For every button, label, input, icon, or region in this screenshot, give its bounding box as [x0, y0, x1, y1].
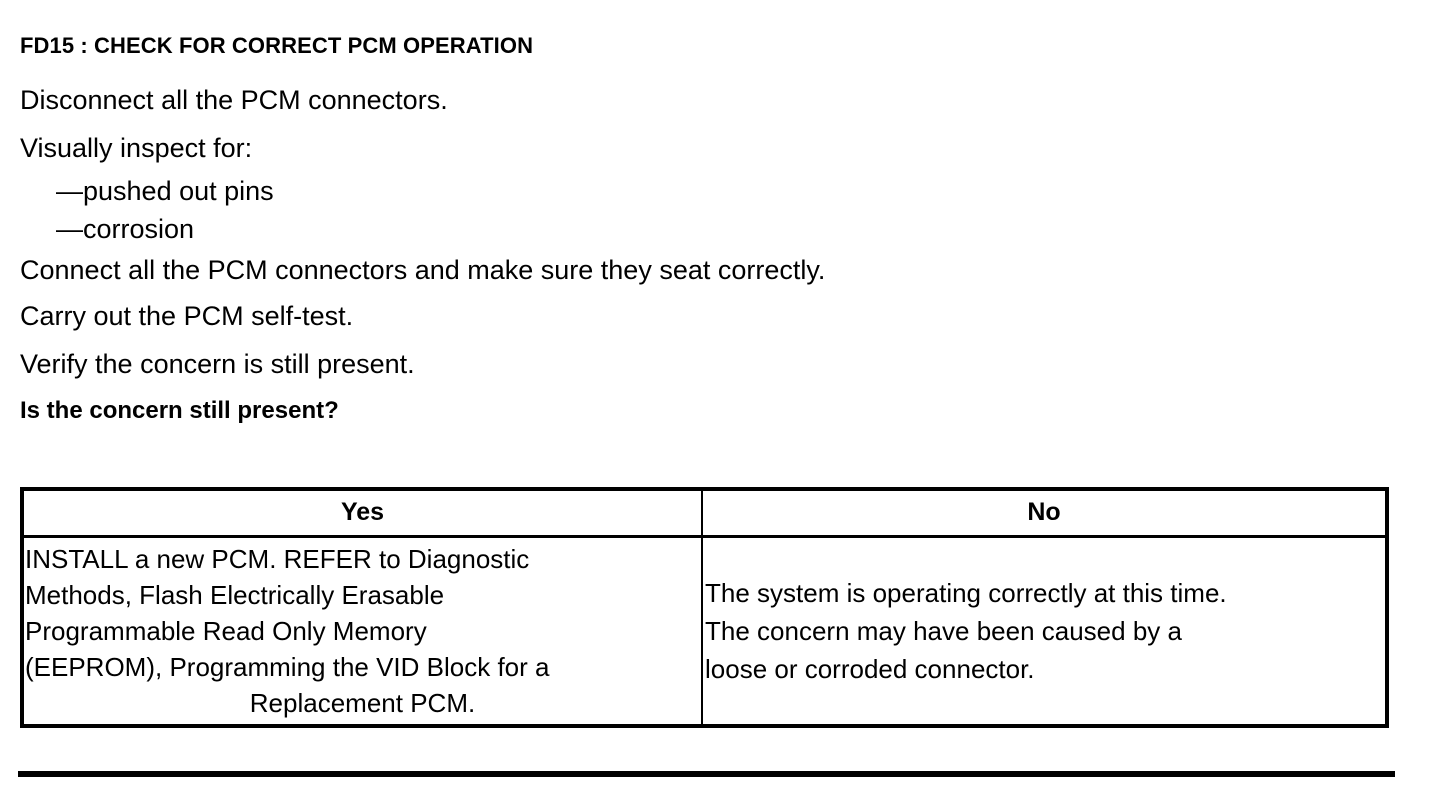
instruction-list: Disconnect all the PCM connectors. Visua…: [20, 76, 1400, 434]
no-action-line-1: The system is operating correctly at thi…: [705, 578, 1227, 608]
cell-yes-action: INSTALL a new PCM. REFER to Diagnostic M…: [22, 536, 703, 726]
cell-no-action: The system is operating correctly at thi…: [702, 537, 1387, 727]
page-title: FD15 : CHECK FOR CORRECT PCM OPERATION: [20, 33, 534, 58]
instruction-question: Is the concern still present?: [20, 397, 339, 424]
yes-action-line-3: Programmable Read Only Memory: [25, 616, 427, 646]
table-header-row: Yes No: [22, 489, 1387, 538]
no-action-line-2: The concern may have been caused by a: [705, 616, 1182, 646]
yes-action-line-2: Methods, Flash Electrically Erasable: [25, 580, 445, 610]
yes-action-text: INSTALL a new PCM. REFER to Diagnostic M…: [24, 541, 701, 721]
no-action-line-3: loose or corroded connector.: [705, 654, 1035, 684]
no-action-text: The system is operating correctly at thi…: [703, 574, 1385, 688]
yes-action-line-5: Replacement PCM.: [249, 688, 476, 718]
yes-action-line-1: INSTALL a new PCM. REFER to Diagnostic: [25, 544, 530, 574]
instruction-pushed-out-pins: —pushed out pins: [56, 176, 274, 206]
instruction-disconnect: Disconnect all the PCM connectors.: [20, 85, 448, 115]
instruction-visually-inspect: Visually inspect for:: [20, 133, 253, 163]
column-header-no: No: [702, 489, 1387, 538]
instruction-connect: Connect all the PCM connectors and make …: [20, 255, 826, 285]
instruction-corrosion: —corrosion: [56, 214, 195, 244]
column-header-yes: Yes: [22, 489, 703, 538]
instruction-verify: Verify the concern is still present.: [20, 349, 415, 379]
yes-action-line-4: (EEPROM), Programming the VID Block for …: [25, 652, 550, 682]
table-row: INSTALL a new PCM. REFER to Diagnostic M…: [22, 536, 1387, 727]
footer-divider: [18, 771, 1395, 777]
decision-table: Yes No INSTALL a new PCM. REFER to Diagn…: [20, 487, 1389, 728]
instruction-self-test: Carry out the PCM self-test.: [20, 301, 354, 331]
